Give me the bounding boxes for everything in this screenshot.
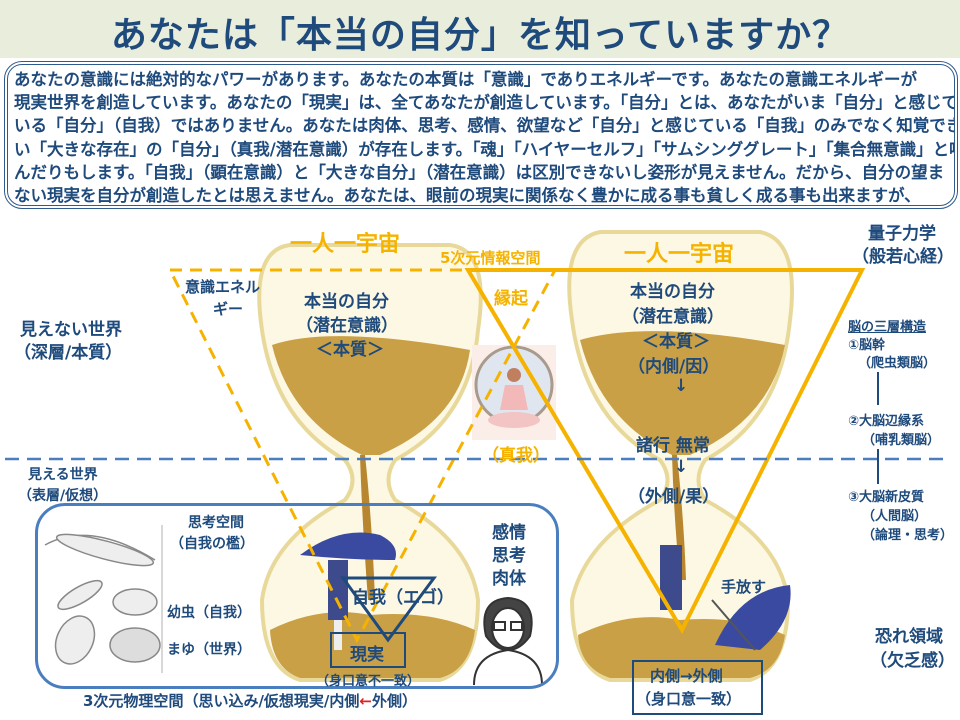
person-avatar [473, 596, 543, 686]
cocoon-label: まゆ（世界） [167, 642, 251, 658]
dependent-origination-label: 縁起 [494, 289, 528, 309]
heart-sutra-label: （般若心経） [852, 247, 954, 267]
physical-space-text: 3次元物理空間（思い込み/仮想現実/内側 [83, 692, 360, 710]
right-true-self: 本当の自分 [630, 282, 715, 302]
energy-label-2: ギー [213, 300, 244, 318]
left-essence: ＜本質＞ [316, 340, 384, 360]
brain-layer-2: ②大脳辺縁系 [848, 414, 925, 429]
intro-line: いる「自分」（自我）ではありません。あなたは肉体、思考、感情、欲望など「自分」と… [14, 116, 958, 136]
info-space-label: 5次元情報空間 [440, 249, 541, 267]
outside-effect-label: （外側/果） [628, 487, 720, 507]
invisible-world-sub: （深層/本質） [14, 343, 123, 363]
left-universe-label: 一人一宇宙 [290, 232, 401, 257]
energy-label-1: 意識エネル [185, 278, 261, 296]
physical-space-box [35, 503, 559, 689]
meditation-illustration [472, 345, 556, 440]
body-label: 肉体 [492, 569, 526, 589]
larva-label: 幼虫（自我） [167, 605, 251, 621]
dashed-triangle [167, 268, 558, 644]
brain-layer-2-sub: （哺乳類脳） [862, 433, 941, 448]
true-ego-label: （真我） [482, 446, 550, 466]
quantum-label: 量子力学 [868, 224, 936, 244]
invisible-world-label: 見えない世界 [20, 320, 122, 340]
intro-line: あなたの意識には絶対的なパワーがあります。あなたの本質は「意識」でありエネルギー… [14, 70, 918, 89]
in-to-out-label: 内側→外側 [650, 667, 723, 685]
ego-label: 自我（エゴ） [352, 588, 454, 608]
red-arrow-icon: ← [359, 692, 372, 710]
outside-text: 外側） [371, 692, 417, 710]
emotion-label: 感情 [492, 523, 526, 543]
brain-structure-title: 脳の三層構造 [848, 320, 927, 335]
ego-triangle [340, 576, 437, 643]
left-true-self: 本当の自分 [304, 292, 389, 312]
reality-box [330, 632, 406, 668]
intro-line: ない現実を自分が創造したとは思えません。あなたは、眼前の現実に関係なく豊かに成る… [14, 186, 921, 206]
inside-cause-label: （内側/因） [628, 357, 720, 377]
intro-line: い「大きな存在」の「自分」（真我/潜在意識）が存在します。「魂」「ハイヤーセルフ… [14, 139, 958, 159]
brain-layer-1: ①脳幹 [848, 338, 886, 353]
brain-layer-1-sub: （爬虫類脳） [858, 356, 937, 371]
lack-label: （欠乏感） [870, 651, 955, 671]
header-band [0, 0, 960, 58]
brain-layer-3: ③大脳新皮質 [848, 490, 925, 505]
intro-text-box: あなたの意識には絶対的なパワーがあります。あなたの本質は「意識」でありエネルギー… [4, 61, 958, 209]
impermanence-label: 諸行 無常 [636, 436, 710, 456]
visible-world-label: 見える世界 [28, 467, 98, 483]
brain-layer-3-sub2: （論理・思考） [862, 528, 954, 543]
left-hourglass-illustration [257, 243, 483, 682]
visible-world-sub: （表層/仮想） [18, 488, 108, 504]
match-label: （身口意一致） [636, 690, 742, 708]
mismatch-label: （身口意不一致） [316, 674, 421, 689]
solid-triangle [464, 268, 866, 635]
down-arrow-icon: ↓ [674, 457, 689, 477]
match-box [632, 660, 763, 715]
down-arrow-icon: ↓ [674, 376, 689, 396]
silkworm-moth-illustration [44, 533, 161, 665]
ego-cage-label: （自我の檻） [170, 536, 254, 552]
right-universe-label: 一人一宇宙 [624, 242, 735, 267]
right-essence: ＜本質＞ [642, 332, 710, 352]
thought-space-label: 思考空間 [188, 515, 244, 531]
right-hourglass-illustration [567, 230, 794, 682]
let-go-label: 手放す [721, 578, 767, 596]
reality-label: 現実 [350, 645, 384, 665]
page-title: あなたは「本当の自分」を知っていますか？ [110, 15, 850, 56]
left-subconscious: （潜在意識） [296, 316, 398, 336]
intro-line: んだりもします。「自我」（顕在意識）と「大きな自分」（潜在意識）は区別できないし… [14, 162, 945, 182]
fear-zone-label: 恐れ領域 [875, 627, 943, 647]
physical-space-label: 3次元物理空間（思い込み/仮想現実/内側←外側） [83, 690, 417, 711]
right-subconscious: （潜在意識） [622, 307, 724, 327]
intro-line: 現実世界を創造しています。あなたの「現実」は、全てあなたが創造しています。「自分… [14, 93, 958, 113]
thought-label: 思考 [492, 546, 526, 566]
brain-layer-3-sub: （人間脳） [862, 509, 928, 524]
